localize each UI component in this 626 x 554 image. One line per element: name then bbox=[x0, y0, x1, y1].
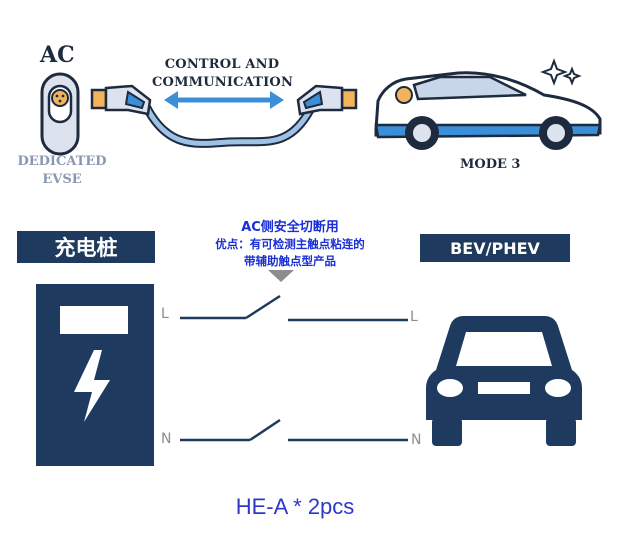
charger-title: 充电桩 bbox=[17, 231, 155, 263]
evse-label: DEDICATED EVSE bbox=[16, 153, 108, 189]
sparkle-icon bbox=[540, 58, 568, 86]
line-label-n-left: N bbox=[161, 431, 172, 447]
control-label-line2: COMMUNICATION bbox=[152, 75, 294, 90]
control-label-line1: CONTROL AND bbox=[164, 57, 280, 72]
pointer-triangle-icon bbox=[268, 270, 294, 282]
evse-label-line1: DEDICATED bbox=[17, 154, 107, 169]
mode-label: MODE 3 bbox=[460, 157, 521, 172]
l-line-switch bbox=[180, 294, 408, 322]
lightning-bolt-icon bbox=[74, 350, 110, 422]
evse-plug-icon bbox=[40, 72, 80, 156]
car-front-icon bbox=[426, 316, 582, 446]
charging-cable-illustration bbox=[90, 84, 358, 148]
line-label-l-left: L bbox=[161, 306, 169, 322]
ac-label: AC bbox=[40, 42, 75, 68]
note-line-1: AC侧安全切断用 bbox=[241, 220, 339, 235]
line-label-n-right: N bbox=[411, 432, 422, 448]
charging-station-icon bbox=[36, 284, 154, 466]
line-label-l-right: L bbox=[410, 309, 418, 325]
n-line-switch bbox=[180, 418, 408, 442]
note-line-3: 带辅助触点型产品 bbox=[244, 254, 336, 268]
note-line-2: 优点：有可检测主触点粘连的 bbox=[215, 237, 365, 251]
car-illustration bbox=[374, 58, 602, 150]
contactor-note: AC侧安全切断用 优点：有可检测主触点粘连的 带辅助触点型产品 bbox=[190, 219, 390, 270]
control-communication-label: CONTROL AND COMMUNICATION bbox=[152, 56, 294, 92]
ev-title: BEV/PHEV bbox=[420, 234, 570, 262]
product-quantity-label: HE-A * 2pcs bbox=[235, 494, 355, 519]
evse-label-line2: EVSE bbox=[42, 172, 82, 187]
